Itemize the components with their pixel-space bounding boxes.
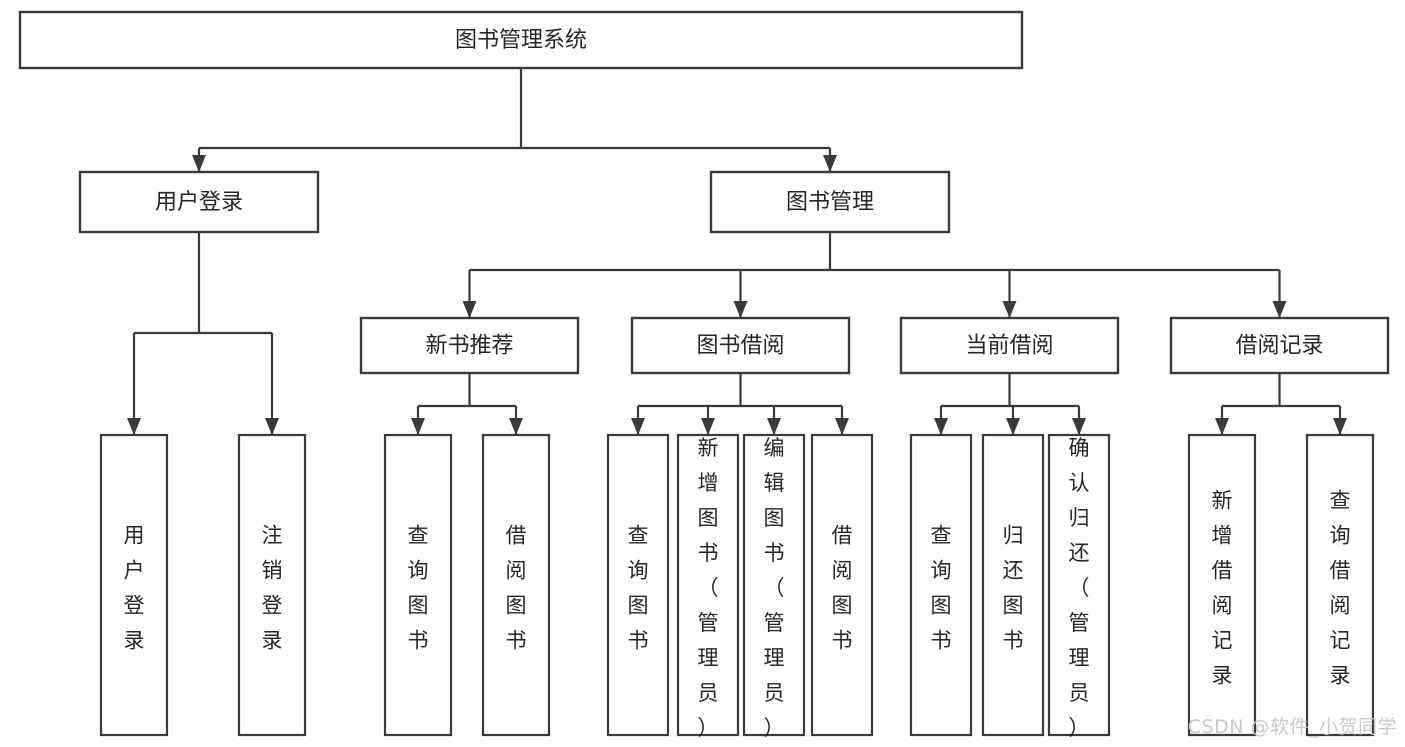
node-label-user-login: 用户登录 — [155, 190, 243, 215]
node-label-leaf-edit-book: 编辑图书（管理员） — [764, 436, 785, 740]
node-leaf-confirm-return[interactable]: 确认归还（管理员） — [1047, 433, 1111, 740]
arrow-head-icon — [462, 301, 477, 318]
node-leaf-user-login[interactable]: 用户登录 — [99, 433, 169, 737]
arrow-head-icon — [411, 418, 425, 435]
arrow-head-icon — [767, 418, 781, 435]
node-label-leaf-query-book-cb: 查询图书 — [931, 523, 952, 652]
arrow-head-icon — [1002, 301, 1017, 318]
node-box-user-login — [78, 170, 320, 234]
node-leaf-return-book[interactable]: 归还图书 — [981, 433, 1045, 737]
node-box-leaf-user-login — [99, 433, 169, 737]
arrow-head-icon — [509, 418, 523, 435]
arrow-head-icon — [127, 418, 141, 435]
watermark-text: CSDN @软件_小贺同学 — [1187, 716, 1397, 738]
arrow-head-icon — [934, 418, 948, 435]
node-box-new-book-rec — [359, 316, 580, 375]
node-label-leaf-query-book-rec: 查询图书 — [408, 523, 429, 652]
node-box-current-borrow — [899, 316, 1120, 375]
node-label-leaf-borrow-book-rec: 借阅图书 — [506, 523, 527, 652]
node-leaf-add-book[interactable]: 新增图书（管理员） — [676, 433, 740, 740]
connector-layer — [127, 68, 1347, 435]
node-leaf-query-book-rec[interactable]: 查询图书 — [383, 433, 453, 737]
node-label-leaf-add-book: 新增图书（管理员） — [698, 436, 719, 740]
node-borrow-records[interactable]: 借阅记录 — [1169, 316, 1390, 375]
node-leaf-edit-book[interactable]: 编辑图书（管理员） — [742, 433, 806, 740]
node-label-leaf-query-record: 查询借阅记录 — [1330, 488, 1351, 687]
node-new-book-rec[interactable]: 新书推荐 — [359, 316, 580, 375]
node-label-leaf-confirm-return: 确认归还（管理员） — [1069, 436, 1090, 740]
node-layer: 图书管理系统用户登录图书管理新书推荐图书借阅当前借阅借阅记录用户登录注销登录查询… — [18, 10, 1390, 740]
node-book-borrow[interactable]: 图书借阅 — [630, 316, 851, 375]
node-box-root — [18, 10, 1024, 70]
arrow-head-icon — [1215, 418, 1229, 435]
node-box-leaf-add-book — [676, 433, 740, 737]
node-box-book-borrow — [630, 316, 851, 375]
node-label-leaf-query-book-bb: 查询图书 — [628, 523, 649, 652]
arrow-head-icon — [835, 418, 849, 435]
node-leaf-logout[interactable]: 注销登录 — [237, 433, 307, 737]
arrow-head-icon — [1333, 418, 1347, 435]
node-leaf-borrow-book-rec[interactable]: 借阅图书 — [481, 433, 551, 737]
node-label-new-book-rec: 新书推荐 — [425, 334, 513, 359]
node-box-leaf-confirm-return — [1047, 433, 1111, 737]
node-book-manage[interactable]: 图书管理 — [709, 170, 951, 234]
arrow-head-icon — [192, 155, 206, 172]
arrow-head-icon — [265, 418, 279, 435]
node-leaf-add-record[interactable]: 新增借阅记录 — [1187, 433, 1257, 737]
node-current-borrow[interactable]: 当前借阅 — [899, 316, 1120, 375]
node-box-leaf-return-book — [981, 433, 1045, 737]
node-label-borrow-records: 借阅记录 — [1235, 334, 1323, 359]
node-box-leaf-logout — [237, 433, 307, 737]
node-label-leaf-borrow-book-bb: 借阅图书 — [832, 523, 853, 652]
node-label-book-borrow: 图书借阅 — [696, 334, 784, 359]
node-box-leaf-query-book-rec — [383, 433, 453, 737]
node-box-leaf-query-record — [1305, 433, 1375, 737]
node-leaf-query-book-bb[interactable]: 查询图书 — [606, 433, 670, 737]
node-label-leaf-logout: 注销登录 — [262, 523, 283, 652]
node-box-leaf-borrow-book-bb — [810, 433, 874, 737]
arrow-head-icon — [733, 301, 748, 318]
arrow-head-icon — [1272, 301, 1287, 318]
arrow-head-icon — [823, 155, 837, 172]
node-box-leaf-query-book-cb — [909, 433, 973, 737]
node-user-login[interactable]: 用户登录 — [78, 170, 320, 234]
arrow-head-icon — [631, 418, 645, 435]
arrow-head-icon — [1072, 418, 1086, 435]
node-label-current-borrow: 当前借阅 — [965, 334, 1053, 359]
node-label-leaf-return-book: 归还图书 — [1003, 523, 1024, 652]
node-label-book-manage: 图书管理 — [786, 190, 874, 215]
node-label-root: 图书管理系统 — [455, 28, 587, 53]
arrow-head-icon — [1006, 418, 1020, 435]
node-leaf-borrow-book-bb[interactable]: 借阅图书 — [810, 433, 874, 737]
node-label-leaf-add-record: 新增借阅记录 — [1212, 488, 1233, 687]
node-box-book-manage — [709, 170, 951, 234]
node-box-leaf-add-record — [1187, 433, 1257, 737]
node-box-leaf-query-book-bb — [606, 433, 670, 737]
node-leaf-query-book-cb[interactable]: 查询图书 — [909, 433, 973, 737]
node-leaf-query-record[interactable]: 查询借阅记录 — [1305, 433, 1375, 737]
node-box-borrow-records — [1169, 316, 1390, 375]
node-root[interactable]: 图书管理系统 — [18, 10, 1024, 70]
arrow-head-icon — [701, 418, 715, 435]
node-box-leaf-edit-book — [742, 433, 806, 737]
node-box-leaf-borrow-book-rec — [481, 433, 551, 737]
node-label-leaf-user-login: 用户登录 — [124, 523, 145, 652]
